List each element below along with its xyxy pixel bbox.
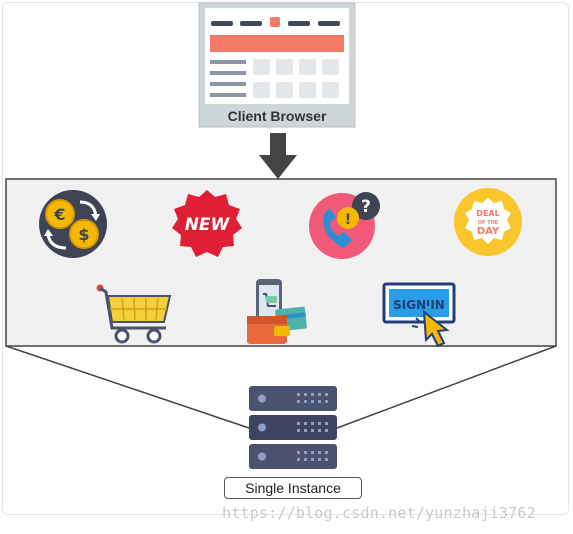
svg-text:$: $ (78, 225, 89, 244)
deal-line-3: DAY (477, 226, 500, 237)
shopping-cart-icon (96, 284, 172, 344)
svg-text:€: € (53, 205, 65, 224)
single-instance-label: Single Instance (245, 480, 341, 496)
support-question-text: ? (361, 197, 371, 217)
client-browser-label: Client Browser (227, 108, 327, 124)
sign-in-button-icon: SIGN IN (382, 282, 456, 348)
mobile-wallet-icon (247, 279, 307, 344)
down-arrow-icon (259, 133, 297, 179)
single-instance-box (224, 477, 362, 499)
watermark-text: https://blog.csdn.net/yunzhaji3762 (222, 504, 536, 522)
currency-exchange-icon: € $ (39, 190, 107, 258)
deal-line-1: DEAL (476, 209, 499, 218)
new-badge-text: NEW (185, 215, 231, 235)
new-badge-icon: NEW (172, 190, 242, 257)
server-stack-icon (249, 386, 337, 469)
deal-of-the-day-icon: DEAL OF THE DAY (454, 188, 522, 256)
svg-text:!: ! (345, 212, 351, 228)
deal-line-2: OF THE (478, 220, 499, 226)
client-browser-window (198, 2, 356, 128)
sign-in-text: SIGN IN (393, 298, 445, 312)
support-call-icon: ? ! (309, 192, 380, 259)
